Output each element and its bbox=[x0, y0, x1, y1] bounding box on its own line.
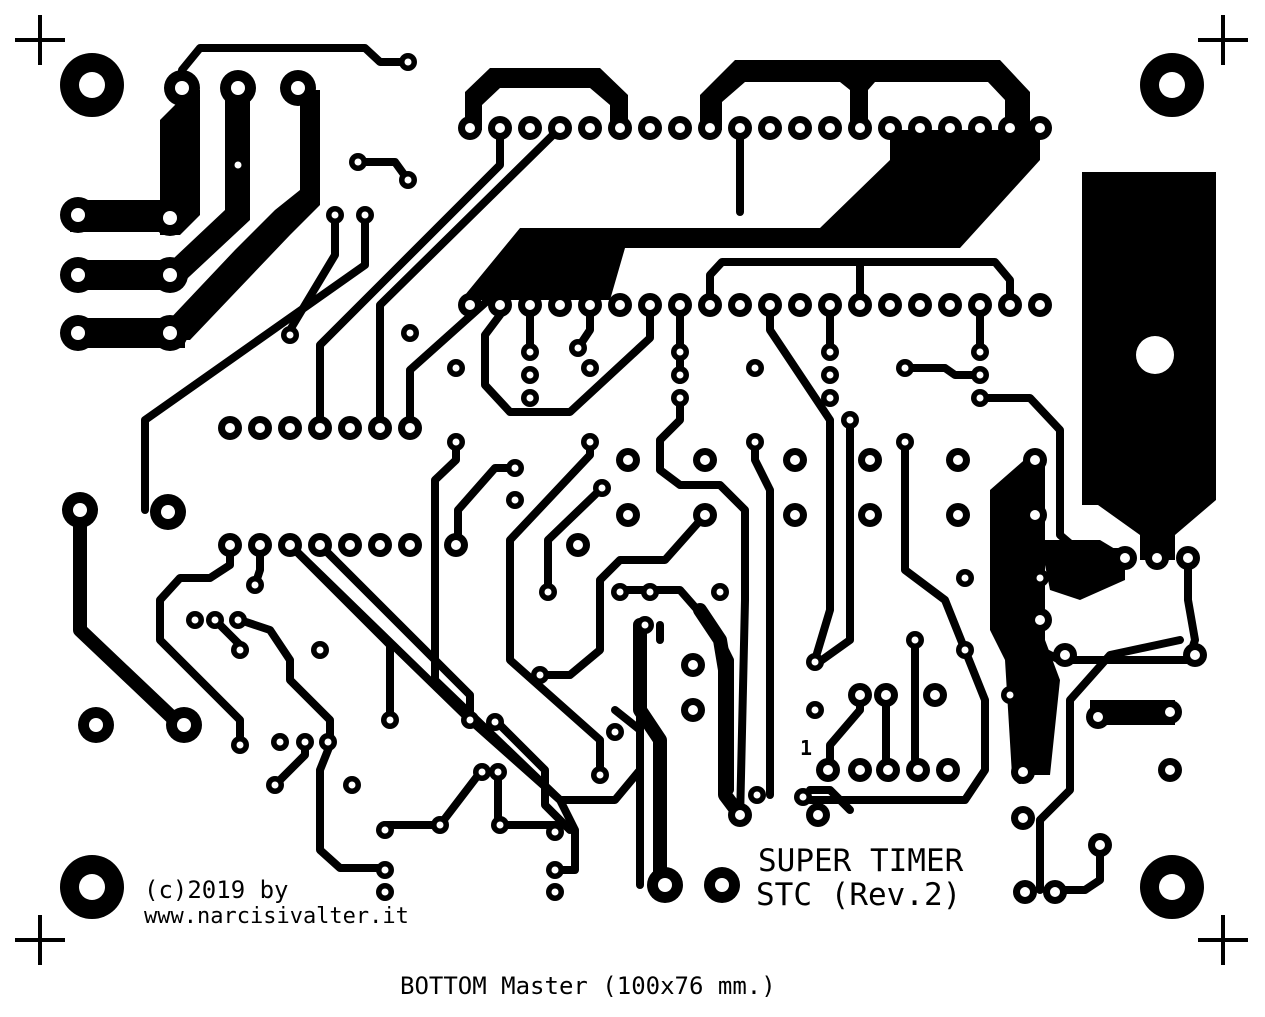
board-title-line1: SUPER TIMER bbox=[758, 843, 964, 879]
registration-mark-icon bbox=[15, 15, 1248, 965]
copyright-line1: (c)2019 by bbox=[144, 876, 289, 904]
copyright-url: www.narcisivalter.it bbox=[144, 904, 409, 929]
power-pour bbox=[70, 60, 1175, 775]
board-caption: BOTTOM Master (100x76 mm.) bbox=[400, 972, 776, 1000]
mounting-hole-icon bbox=[60, 53, 1204, 919]
component-pads bbox=[186, 53, 1207, 904]
regulator-copper-area bbox=[1082, 172, 1216, 560]
pin1-marker: 1 bbox=[800, 736, 813, 760]
board-title-line2: STC (Rev.2) bbox=[756, 877, 962, 913]
